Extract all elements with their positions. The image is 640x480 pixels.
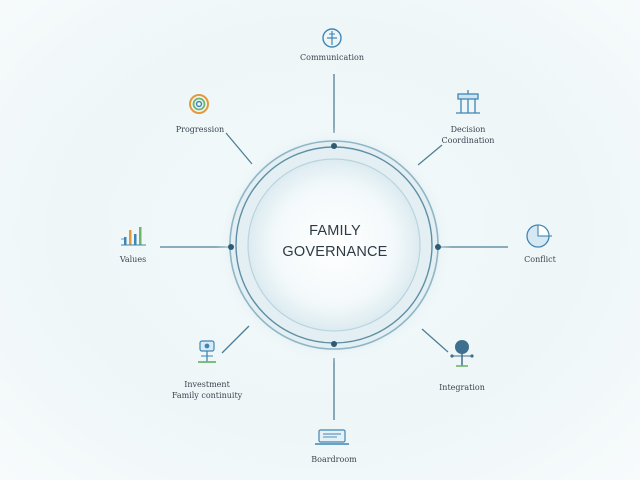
node-label-top-right-line1: Decision [450, 125, 486, 134]
laptop-icon [315, 429, 349, 445]
connector-top-left [225, 132, 253, 165]
building-columns-icon [456, 90, 480, 114]
connector-top-right [417, 144, 443, 166]
ring-dot-bottom [331, 341, 337, 347]
node-label-bottom: Boardroom [311, 455, 357, 464]
node-label-top: Communication [300, 53, 364, 62]
node-label-bottom-right: Integration [439, 383, 485, 392]
node-label-bottom-left: Investment Family continuity [154, 379, 260, 401]
center-title-line1: FAMILY [309, 223, 361, 239]
central-inner-circle [247, 158, 421, 332]
spiral-icon [189, 94, 209, 114]
center-title: FAMILY GOVERNANCE [235, 221, 435, 263]
node-label-left: Values [119, 255, 147, 264]
node-label-top-left: Progression [175, 125, 225, 134]
node-label-right: Conflict [524, 255, 556, 264]
center-title-line2: GOVERNANCE [282, 244, 388, 260]
bar-chart-icon [121, 227, 146, 246]
node-label-bottom-left-line2: Family continuity [171, 391, 243, 400]
ring-dot-top [331, 143, 337, 149]
connector-bottom-right [421, 328, 449, 353]
node-label-top-right-line2: Coordination [441, 136, 495, 145]
connector-bottom-left [221, 325, 250, 354]
family-tree-icon [198, 340, 216, 363]
node-label-top-right: Decision Coordination [424, 124, 512, 146]
tree-icon [450, 340, 474, 367]
pie-chart-icon [526, 224, 552, 248]
node-label-bottom-left-line1: Investment [184, 380, 230, 389]
compass-icon [322, 28, 342, 48]
ring-dot-right [435, 244, 441, 250]
ring-dot-left [228, 244, 234, 250]
